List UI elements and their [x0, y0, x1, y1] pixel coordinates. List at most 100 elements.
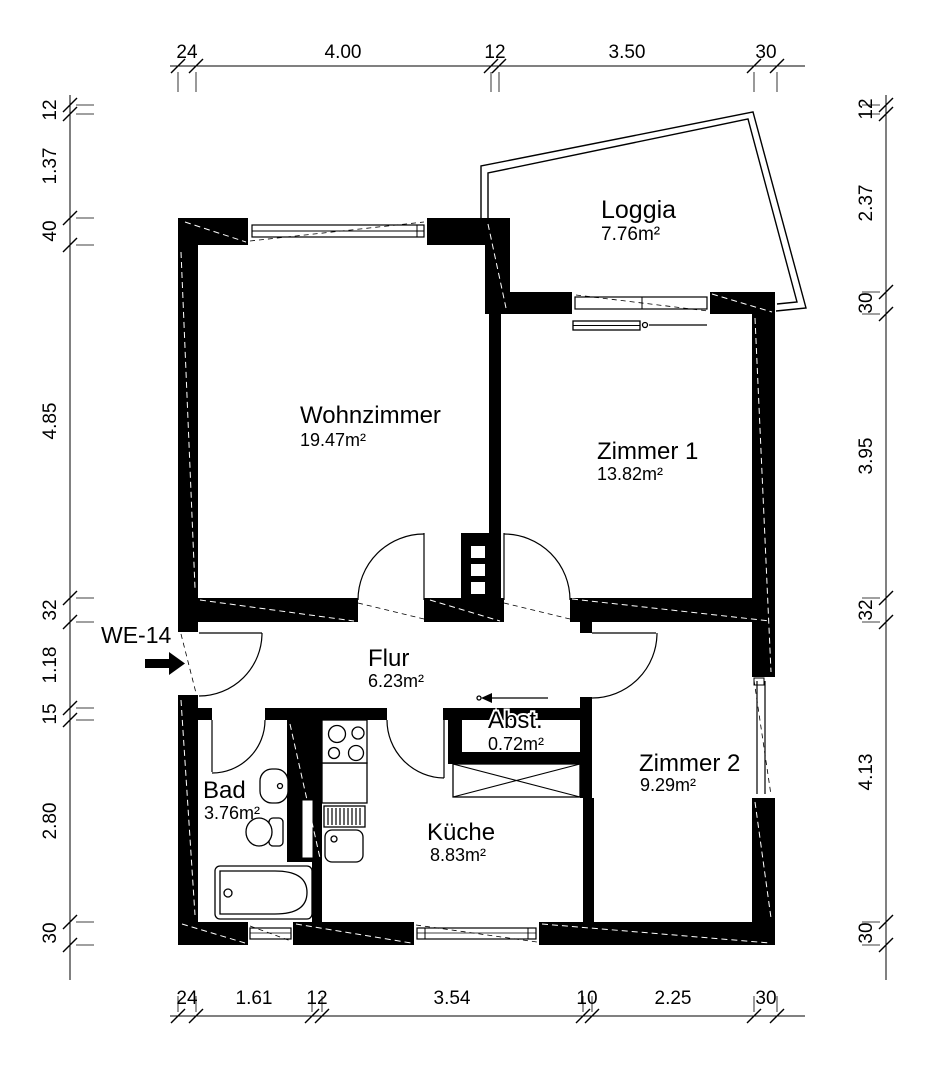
wall-kueche-zimmer2: [583, 798, 594, 922]
kitchen-counter: [321, 762, 368, 804]
room-area: 0.72m²: [488, 734, 544, 754]
room-area: 19.47m²: [300, 430, 366, 450]
svg-text:15: 15: [40, 703, 61, 724]
room-name: Bad: [203, 777, 246, 804]
svg-text:12: 12: [40, 99, 61, 120]
svg-text:12: 12: [856, 98, 877, 119]
dish-rack: [323, 805, 366, 828]
wall-wohnzimmer-zimmer1: [489, 314, 501, 533]
room-label-abst: Abst. 0.72m²: [486, 705, 546, 756]
dimension-chain-bottom: 24 1.61 12 3.54 10 2.25 30: [170, 988, 805, 1024]
extension-stubs: [177, 996, 778, 1012]
washbasin: [259, 768, 289, 804]
radiator-zimmer1: [572, 320, 707, 331]
svg-text:4.00: 4.00: [325, 42, 362, 63]
room-label-zimmer1: Zimmer 1 13.82m²: [597, 438, 698, 484]
room-area: 13.82m²: [597, 464, 663, 484]
stove: [321, 719, 368, 764]
dimension-chain-right: 12 2.37 30 3.95 32 4.13 30: [856, 95, 894, 980]
flur-direction-arrow: [476, 693, 548, 703]
svg-text:2.37: 2.37: [856, 185, 877, 222]
room-label-loggia: Loggia 7.76m²: [601, 196, 676, 245]
extension-stubs: [76, 104, 94, 946]
room-area: 8.83m²: [430, 845, 486, 865]
svg-text:2.80: 2.80: [40, 803, 61, 840]
room-name: Zimmer 2: [639, 750, 740, 777]
window-kueche-bottom: [414, 922, 539, 945]
dimension-chain-top: 24 4.00 12 3.50 30: [170, 42, 805, 92]
room-labels: Loggia 7.76m² Wohnzimmer 19.47m² Zimmer …: [101, 196, 740, 865]
unit-label: WE-14: [101, 622, 172, 648]
svg-text:4.85: 4.85: [40, 403, 61, 440]
wall-flur-bottom-c: [443, 708, 592, 720]
room-area: 7.76m²: [601, 224, 660, 245]
svg-text:1.61: 1.61: [236, 988, 273, 1009]
wall-left-exterior-lower: [178, 695, 198, 945]
room-name: Abst.: [488, 707, 543, 734]
entrance-door: [198, 632, 263, 697]
ticks: [878, 97, 894, 953]
wall-flur-top-left: [178, 598, 358, 622]
wall-flur-bottom-b: [265, 708, 387, 720]
extension-stubs: [177, 72, 778, 92]
svg-text:12: 12: [484, 42, 505, 63]
svg-text:30: 30: [755, 42, 776, 63]
bad-door: [211, 719, 266, 774]
dimension-chain-left: 12 1.37 40 4.85 32 1.18 15 2.80 30: [40, 95, 94, 980]
zimmer2-door: [591, 632, 658, 699]
ticks: [170, 58, 785, 74]
kueche-door: [386, 719, 445, 779]
svg-text:40: 40: [40, 220, 61, 241]
wall-right-exterior-lower: [752, 798, 775, 945]
svg-text:1.18: 1.18: [40, 647, 61, 684]
entrance-arrow-icon: [145, 652, 185, 675]
ticks: [170, 1008, 785, 1024]
svg-text:3.50: 3.50: [609, 42, 646, 63]
room-label-bad: Bad 3.76m²: [203, 777, 260, 823]
svg-text:12: 12: [306, 988, 327, 1009]
window-wohnzimmer-top: [248, 218, 427, 245]
svg-text:24: 24: [176, 42, 198, 63]
wall-abst-bottom: [455, 752, 583, 764]
window-zimmer2-right: [752, 677, 775, 798]
wall-left-exterior-upper: [178, 245, 198, 632]
room-label-flur: Flur 6.23m²: [368, 645, 424, 691]
svg-text:3.95: 3.95: [856, 438, 877, 475]
room-name: Loggia: [601, 196, 676, 224]
room-label-wohnzimmer: Wohnzimmer 19.47m²: [300, 402, 441, 450]
svg-text:4.13: 4.13: [856, 754, 877, 791]
toilet: [245, 817, 284, 847]
room-label-zimmer2: Zimmer 2 9.29m²: [639, 750, 740, 795]
room-label-kueche: Küche 8.83m²: [427, 819, 495, 865]
wall-flur-zimmer2-lower: [580, 697, 592, 798]
doors: [198, 533, 658, 779]
ticks: [62, 97, 78, 953]
extension-stubs: [862, 104, 880, 946]
room-name: Flur: [368, 645, 409, 672]
room-area: 9.29m²: [640, 775, 696, 795]
svg-text:30: 30: [856, 292, 877, 313]
bathtub: [214, 865, 313, 920]
windows: [248, 218, 775, 945]
svg-text:30: 30: [40, 922, 61, 943]
storage-shelf: [452, 763, 581, 798]
room-area: 6.23m²: [368, 671, 424, 691]
room-area: 3.76m²: [204, 803, 260, 823]
svg-text:32: 32: [856, 599, 877, 620]
wall-flur-zimmer2-upper: [580, 622, 592, 633]
room-name: Zimmer 1: [597, 438, 698, 465]
svg-text:3.54: 3.54: [434, 988, 471, 1009]
svg-text:30: 30: [755, 988, 776, 1009]
wohnzimmer-door: [357, 533, 425, 601]
shaft-openings: [471, 546, 485, 594]
walls: [178, 218, 775, 945]
svg-text:1.37: 1.37: [40, 148, 61, 185]
fixtures: [145, 320, 707, 920]
wall-flur-bottom-a: [198, 708, 212, 720]
room-name: Küche: [427, 819, 495, 846]
svg-text:30: 30: [856, 922, 877, 943]
shaft-niche: [301, 799, 314, 859]
wall-hatching: [180, 221, 773, 944]
